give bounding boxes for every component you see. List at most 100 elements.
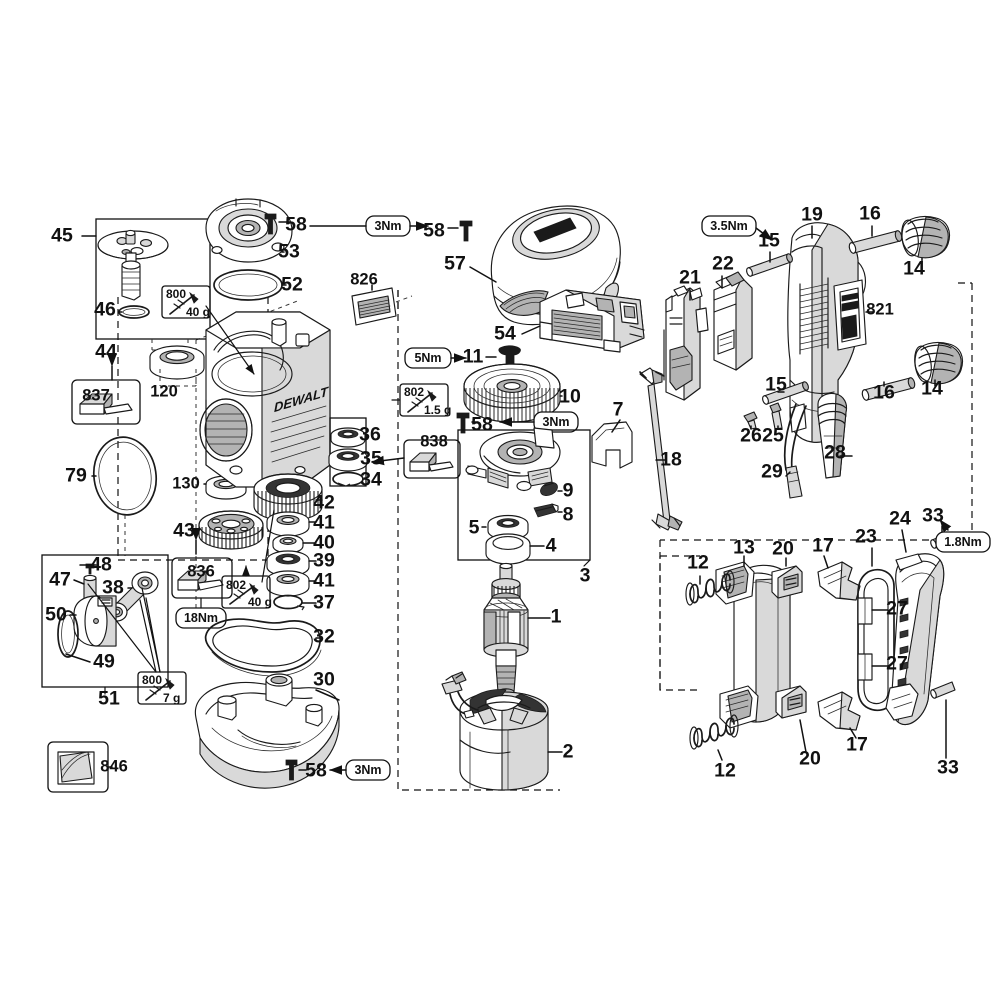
- callout-37-36[interactable]: 37: [313, 591, 335, 614]
- part-52-oring[interactable]: [213, 269, 283, 301]
- part-12-spring-upper[interactable]: [685, 570, 735, 606]
- callout-27-70[interactable]: 27: [886, 652, 908, 675]
- torque-3nm-top[interactable]: 3Nm: [365, 215, 411, 237]
- callout-44-2[interactable]: 44: [95, 340, 117, 363]
- callout-16-55[interactable]: 16: [873, 381, 895, 404]
- part-3-field-assembly-box[interactable]: [457, 427, 591, 565]
- kit-838-box[interactable]: [403, 439, 461, 479]
- callout-9-40[interactable]: 9: [562, 479, 574, 502]
- part-54-brush-module[interactable]: [539, 289, 645, 353]
- callout-14-52[interactable]: 14: [903, 257, 925, 280]
- part-50-piston[interactable]: [73, 595, 117, 647]
- part-27-sleeve-lower[interactable]: [857, 653, 873, 681]
- callout-42-31[interactable]: 42: [313, 491, 335, 514]
- callout-79-5[interactable]: 79: [65, 464, 87, 487]
- part-14-boot-lower[interactable]: [913, 341, 964, 385]
- callout-26-57[interactable]: 26: [740, 424, 762, 447]
- callout-46-1[interactable]: 46: [94, 298, 116, 321]
- callout-2-46[interactable]: 2: [562, 740, 574, 763]
- lube-800-40g-box[interactable]: 800 40 g: [161, 285, 211, 319]
- callout-13-63[interactable]: 13: [733, 536, 755, 559]
- callout-22-48[interactable]: 22: [712, 252, 734, 275]
- part-15-pin-upper[interactable]: [746, 253, 794, 277]
- part-17-lever-upper[interactable]: [817, 561, 861, 601]
- lube-802-40g-box[interactable]: 802 40 g: [221, 575, 272, 609]
- callout-16-51[interactable]: 16: [859, 202, 881, 225]
- callout-130-6[interactable]: 130: [172, 474, 200, 493]
- callout-14-56[interactable]: 14: [921, 377, 943, 400]
- part-28-cord-boot[interactable]: [817, 392, 848, 479]
- part-42-gear[interactable]: [253, 473, 323, 522]
- plate-821-label[interactable]: [833, 279, 867, 351]
- part-27-sleeve-upper[interactable]: [857, 597, 873, 625]
- torque-35nm[interactable]: 3.5Nm: [701, 215, 757, 237]
- part-26-screw[interactable]: [743, 411, 758, 430]
- part-21-switch-carrier[interactable]: [663, 285, 709, 401]
- callout-18-61[interactable]: 18: [660, 448, 682, 471]
- callout-20-64[interactable]: 20: [772, 537, 794, 560]
- torque-3nm-bottom[interactable]: 3Nm: [345, 759, 391, 781]
- part-46-oring[interactable]: [118, 305, 150, 319]
- callout-15-54[interactable]: 15: [765, 373, 787, 396]
- part-120-oil-seal[interactable]: [149, 345, 205, 380]
- callout-54-22[interactable]: 54: [494, 322, 516, 345]
- callout-52-17[interactable]: 52: [281, 273, 303, 296]
- part-14-boot-upper[interactable]: [900, 215, 951, 259]
- callout-58-39[interactable]: 58: [305, 759, 327, 782]
- part-40-washer[interactable]: [272, 534, 304, 554]
- kit-836-box[interactable]: [171, 557, 233, 599]
- callout-5-42[interactable]: 5: [468, 516, 480, 539]
- callout-3-44[interactable]: 3: [579, 564, 591, 587]
- callout-32-37[interactable]: 32: [313, 625, 335, 648]
- callout-48-9[interactable]: 48: [90, 553, 112, 576]
- fastener-11-screw[interactable]: [498, 345, 521, 367]
- callout-17-65[interactable]: 17: [812, 534, 834, 557]
- part-45-assembly-box[interactable]: [95, 218, 211, 340]
- fastener-58-top-right[interactable]: [459, 220, 473, 242]
- part-24-clamp-band[interactable]: [885, 553, 945, 726]
- part-25-pin[interactable]: [769, 402, 783, 430]
- callout-49-13[interactable]: 49: [93, 650, 115, 673]
- callout-33-68[interactable]: 33: [922, 504, 944, 527]
- callout-41-32[interactable]: 41: [313, 511, 335, 534]
- callout-821-53[interactable]: 821: [866, 300, 894, 319]
- callout-58-25[interactable]: 58: [471, 413, 493, 436]
- callout-38-11[interactable]: 38: [102, 576, 124, 599]
- part-9-brush-cap[interactable]: [538, 480, 559, 498]
- callout-12-73[interactable]: 12: [714, 759, 736, 782]
- callout-120-4[interactable]: 120: [150, 382, 178, 401]
- callout-836-8[interactable]: 836: [187, 562, 215, 581]
- callout-30-38[interactable]: 30: [313, 668, 335, 691]
- callout-27-69[interactable]: 27: [886, 597, 908, 620]
- part-8-carbon-brush[interactable]: [533, 503, 559, 518]
- torque-3nm-mid[interactable]: 3Nm: [533, 411, 579, 433]
- kit-846-box[interactable]: [47, 741, 109, 793]
- torque-18nm[interactable]: 18Nm: [175, 607, 227, 629]
- callout-45-0[interactable]: 45: [51, 224, 73, 247]
- callout-51-14[interactable]: 51: [98, 687, 120, 710]
- part-36-bearing[interactable]: [330, 427, 366, 448]
- callout-7-26[interactable]: 7: [612, 398, 624, 421]
- callout-58-20[interactable]: 58: [423, 219, 445, 242]
- part-30-lower-housing[interactable]: [194, 673, 340, 789]
- fastener-58-top-left[interactable]: [264, 213, 277, 235]
- part-17-lever-lower[interactable]: [817, 691, 861, 731]
- callout-19-50[interactable]: 19: [801, 203, 823, 226]
- part-16-pin-upper[interactable]: [848, 230, 903, 254]
- callout-15-49[interactable]: 15: [758, 229, 780, 252]
- callout-25-58[interactable]: 25: [762, 424, 784, 447]
- part-29-wire-lever[interactable]: [783, 403, 807, 499]
- part-12-spring-lower[interactable]: [689, 714, 739, 750]
- callout-28-60[interactable]: 28: [824, 441, 846, 464]
- part-16-pin-lower[interactable]: [861, 377, 916, 401]
- part-37-retaining-ring[interactable]: [273, 594, 305, 611]
- kit-837-box[interactable]: [71, 379, 141, 425]
- plate-826-nameplate[interactable]: [351, 287, 397, 326]
- part-1-armature[interactable]: [483, 562, 529, 696]
- part-13-side-handle[interactable]: [715, 561, 791, 729]
- part-41-washer-upper[interactable]: [266, 511, 310, 537]
- callout-33-74[interactable]: 33: [937, 756, 959, 779]
- part-2-field-housing[interactable]: [441, 671, 549, 791]
- fastener-58-bottom[interactable]: [285, 759, 298, 781]
- part-33-screw-lower[interactable]: [930, 681, 956, 699]
